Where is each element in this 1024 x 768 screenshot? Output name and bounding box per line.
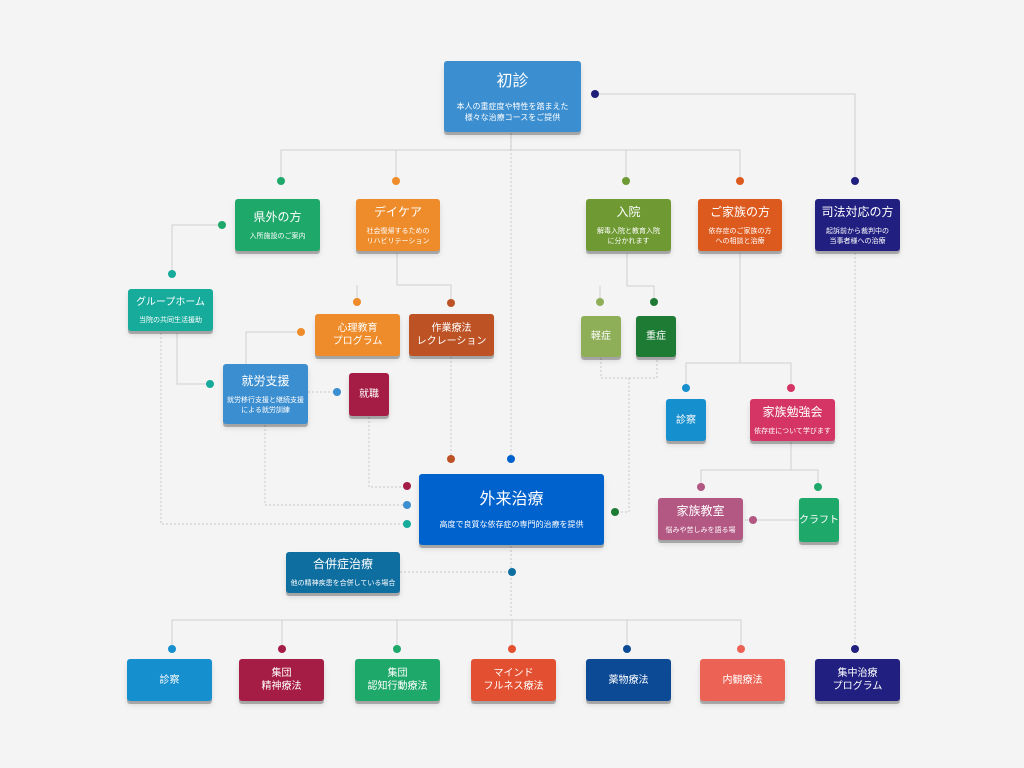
node-shinsatsu-family[interactable]: 診察 (666, 399, 706, 441)
node-shinri[interactable]: 心理教育 プログラム (315, 314, 400, 356)
node-title: 県外の方 (253, 209, 302, 224)
node-title: 家族教室 (676, 503, 725, 518)
node-subtitle: 起訴前から裁判中の 当事者様への治療 (826, 226, 889, 245)
node-subtitle: 社会復帰するための リハビリテーション (366, 226, 430, 245)
connector-dot (736, 177, 744, 185)
node-subtitle: 当院の共同生活援助 (139, 315, 202, 324)
connector-dot (403, 501, 411, 509)
node-title: 診察 (676, 414, 696, 426)
node-bottom-seishin[interactable]: 集団 精神療法 (239, 659, 324, 701)
node-shiho[interactable]: 司法対応の方 起訴前から裁判中の 当事者様への治療 (815, 199, 900, 251)
connector-dot (611, 508, 619, 516)
node-grouphome[interactable]: グループホーム 当院の共同生活援助 (128, 289, 213, 331)
node-bottom-naikan[interactable]: 内観療法 (700, 659, 785, 701)
connector-dot (333, 388, 341, 396)
node-title: クラフト (799, 514, 839, 526)
node-subtitle: 依存症のご家族の方 への相談と治療 (708, 226, 772, 245)
node-title: 集団 認知行動療法 (367, 668, 428, 692)
node-title: 心理教育 プログラム (332, 323, 383, 347)
node-gairai[interactable]: 外来治療 高度で良質な依存症の専門的治療を提供 (419, 474, 604, 545)
connector-dot (787, 384, 795, 392)
connector-dot (278, 645, 286, 653)
node-gokazoku[interactable]: ご家族の方 依存症のご家族の方 への相談と治療 (698, 199, 782, 251)
node-title: 家族勉強会 (762, 404, 823, 419)
connector-dot (393, 645, 401, 653)
node-title: 司法対応の方 (821, 204, 894, 219)
node-subtitle: 他の精神疾患を合併している場合 (290, 579, 396, 587)
connector-dot (622, 177, 630, 185)
connector-dot (353, 298, 361, 306)
connector-dot (206, 380, 214, 388)
node-bottom-shinsatsu[interactable]: 診察 (127, 659, 212, 701)
connector-dot (697, 483, 705, 491)
connector-dot (851, 645, 859, 653)
connector-dot (596, 298, 604, 306)
connector-dot (507, 455, 515, 463)
connector-dot (218, 221, 226, 229)
connector-dot (168, 270, 176, 278)
node-subtitle: 高度で良質な依存症の専門的治療を提供 (439, 520, 584, 529)
connector-dot (392, 177, 400, 185)
connector-dot (851, 177, 859, 185)
connector-dot (447, 299, 455, 307)
node-title: 外来治療 (479, 489, 544, 508)
node-nyuin[interactable]: 入院 解毒入院と教育入院 に分かれます (586, 199, 671, 251)
node-keisho[interactable]: 軽症 (581, 316, 621, 357)
node-subtitle: 本人の重症度や特性を踏まえた 様々な治療コースをご提供 (456, 101, 569, 122)
node-shoshin[interactable]: 初診 本人の重症度や特性を踏まえた 様々な治療コースをご提供 (444, 61, 581, 132)
node-subtitle: 就労移行支援と継続支援 による就労訓練 (227, 395, 304, 414)
node-gappei[interactable]: 合併症治療 他の精神疾患を合併している場合 (286, 552, 400, 593)
node-jusho[interactable]: 重症 (636, 316, 676, 357)
node-kazoku-kyoshitsu[interactable]: 家族教室 悩みや苦しみを語る場 (658, 498, 743, 540)
node-bottom-yakubutsu[interactable]: 薬物療法 (586, 659, 671, 701)
connector-dot (737, 645, 745, 653)
node-sagyo[interactable]: 作業療法 レクレーション (409, 314, 494, 356)
node-title: 合併症治療 (312, 557, 373, 571)
connector-dot (508, 645, 516, 653)
connector-dot (591, 90, 599, 98)
node-subtitle: 入所施設のご案内 (249, 231, 306, 240)
connector-dot (749, 516, 757, 524)
node-shushoku[interactable]: 就職 (349, 373, 389, 416)
connector-dot (403, 520, 411, 528)
node-title: 集中治療 プログラム (832, 668, 883, 692)
node-title: 内観療法 (722, 674, 763, 686)
node-title: グループホーム (135, 296, 206, 308)
node-subtitle: 解毒入院と教育入院 に分かれます (597, 226, 660, 245)
node-title: 薬物療法 (608, 674, 649, 686)
node-daycare[interactable]: デイケア 社会復帰するための リハビリテーション (356, 199, 440, 251)
connector-dot (403, 482, 411, 490)
node-craft[interactable]: クラフト (799, 498, 839, 542)
node-title: 就職 (359, 389, 379, 400)
node-kengai[interactable]: 県外の方 入所施設のご案内 (235, 199, 320, 251)
node-bottom-shuchu[interactable]: 集中治療 プログラム (815, 659, 900, 701)
node-title: 軽症 (591, 331, 611, 342)
node-title: 重症 (646, 331, 666, 342)
connector-dot (814, 483, 822, 491)
connector-dot (623, 645, 631, 653)
connector-dot (508, 568, 516, 576)
node-title: 入院 (616, 204, 641, 219)
node-title: マインド フルネス療法 (483, 668, 544, 692)
node-title: デイケア (373, 204, 422, 219)
node-kazoku-benkyo[interactable]: 家族勉強会 依存症について学びます (750, 399, 835, 441)
node-bottom-ninchi[interactable]: 集団 認知行動療法 (355, 659, 440, 701)
node-title: 集団 精神療法 (261, 668, 302, 692)
connector-dot (168, 645, 176, 653)
node-subtitle: 依存症について学びます (754, 426, 831, 435)
node-title: 初診 (496, 70, 529, 90)
node-bottom-mindful[interactable]: マインド フルネス療法 (471, 659, 556, 701)
node-shuro[interactable]: 就労支援 就労移行支援と継続支援 による就労訓練 (223, 364, 308, 424)
connector-dot (447, 455, 455, 463)
node-title: 就労支援 (241, 373, 290, 388)
connector-dot (297, 328, 305, 336)
connector-dot (650, 298, 658, 306)
node-title: 診察 (159, 674, 180, 686)
node-title: ご家族の方 (709, 204, 770, 219)
connector-dot (682, 384, 690, 392)
connector-dot (277, 177, 285, 185)
node-subtitle: 悩みや苦しみを語る場 (665, 525, 736, 534)
node-title: 作業療法 レクレーション (416, 323, 487, 347)
